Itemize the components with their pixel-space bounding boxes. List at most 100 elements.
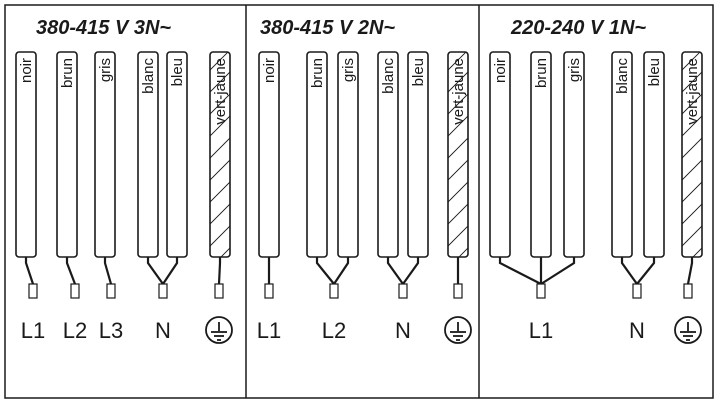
wire-blanc: blanc [377, 51, 399, 258]
terminal-group: N [386, 257, 420, 343]
terminal-label: N [395, 318, 411, 343]
wire-stripe [210, 203, 230, 225]
ground-symbol-icon [674, 316, 702, 344]
wire-gris: gris [94, 51, 116, 258]
wire-stripe [448, 159, 468, 181]
wire-lead [24, 257, 35, 285]
wire-stripe [448, 137, 468, 159]
wire-stripe [692, 247, 702, 257]
wire-ferrule [264, 283, 274, 299]
wire-bleu: bleu [643, 51, 665, 258]
wire-stripe [210, 181, 230, 203]
wire-stripe [682, 93, 702, 115]
terminal-group: N [146, 257, 179, 343]
wire-vert-jaune: vert-jaune [447, 51, 469, 258]
diagram-frame [4, 4, 714, 399]
wire-lead [333, 257, 350, 285]
wire-ferrule [329, 283, 339, 299]
terminal-group: L2 [315, 257, 350, 343]
wire-lead [103, 257, 113, 285]
terminal-label: L1 [257, 318, 281, 343]
wire-ferrule [536, 283, 546, 299]
panel-title: 380-415 V 3N~ [36, 17, 171, 39]
wire-lead [636, 257, 656, 285]
wire-ferrule [28, 283, 38, 299]
wire-lead [315, 257, 335, 285]
wire-stripe [448, 203, 468, 225]
wire-stripe [210, 225, 230, 247]
wire-label: blanc [380, 58, 397, 94]
terminal-label: N [629, 318, 645, 343]
wire-stripe [682, 203, 702, 225]
terminal-group [205, 257, 233, 344]
wire-label: noir [492, 58, 509, 83]
terminal-label: N [155, 318, 171, 343]
wire-label: blanc [140, 58, 157, 94]
wire-label: bleu [410, 58, 427, 86]
wire-bleu: bleu [407, 51, 429, 258]
wire-ferrule [398, 283, 408, 299]
wire-stripe [448, 52, 467, 71]
wire-label: noir [261, 58, 278, 83]
wire-stripe [220, 247, 230, 257]
terminal-label: L2 [322, 318, 346, 343]
wire-brun: brun [530, 51, 552, 258]
wire-ferrule [70, 283, 80, 299]
terminal-group [674, 257, 702, 344]
wire-lead [402, 257, 420, 285]
terminal-group: L1 [498, 257, 576, 343]
wire-label: gris [566, 58, 583, 82]
terminal-label: L3 [99, 318, 123, 343]
terminal-group: L3 [99, 257, 123, 343]
wire-stripe [682, 181, 702, 203]
terminal-label: L1 [529, 318, 553, 343]
panel-title: 220-240 V 1N~ [510, 17, 646, 39]
wire-vert-jaune: vert-jaune [681, 51, 703, 258]
wire-ferrule [683, 283, 693, 299]
wire-stripes [448, 52, 468, 257]
wire-label: gris [97, 58, 114, 82]
wire-label: vert-jaune [450, 58, 467, 125]
ground-symbol-icon [205, 316, 233, 344]
terminal-label: L2 [63, 318, 87, 343]
wire-gris: gris [337, 51, 359, 258]
wire-ferrule [453, 283, 463, 299]
wire-brun: brun [306, 51, 328, 258]
wire-lead [217, 257, 222, 285]
wire-stripe [682, 225, 702, 247]
wire-stripe [448, 181, 468, 203]
wire-lead [686, 257, 694, 285]
wire-ferrule [632, 283, 642, 299]
wire-label: vert-jaune [684, 58, 701, 125]
terminal-group: L2 [63, 257, 87, 343]
wire-stripe [682, 137, 702, 159]
wire-stripes [210, 52, 230, 257]
wire-stripe [682, 159, 702, 181]
wire-gris: gris [563, 51, 585, 258]
wire-stripe [458, 247, 468, 257]
wire-ferrule [106, 283, 116, 299]
wire-label: blanc [614, 58, 631, 94]
wire-lead [620, 257, 638, 285]
terminal-group: N [620, 257, 656, 343]
wire-blanc: blanc [611, 51, 633, 258]
wire-label: brun [309, 58, 326, 88]
wire-lead [162, 257, 179, 285]
terminal-group: L1 [257, 257, 281, 343]
wire-stripe [448, 225, 468, 247]
wire-vert-jaune: vert-jaune [209, 51, 231, 258]
wire-stripe [210, 115, 230, 137]
wire-bleu: bleu [166, 51, 188, 258]
wire-label: bleu [169, 58, 186, 86]
wire-stripe [448, 115, 468, 137]
wire-stripes [682, 52, 702, 257]
wire-label: brun [59, 58, 76, 88]
wire-lead [498, 257, 542, 285]
wire-stripe [682, 115, 702, 137]
wire-lead [65, 257, 77, 285]
wire-stripe [682, 52, 701, 71]
wire-brun: brun [56, 51, 78, 258]
